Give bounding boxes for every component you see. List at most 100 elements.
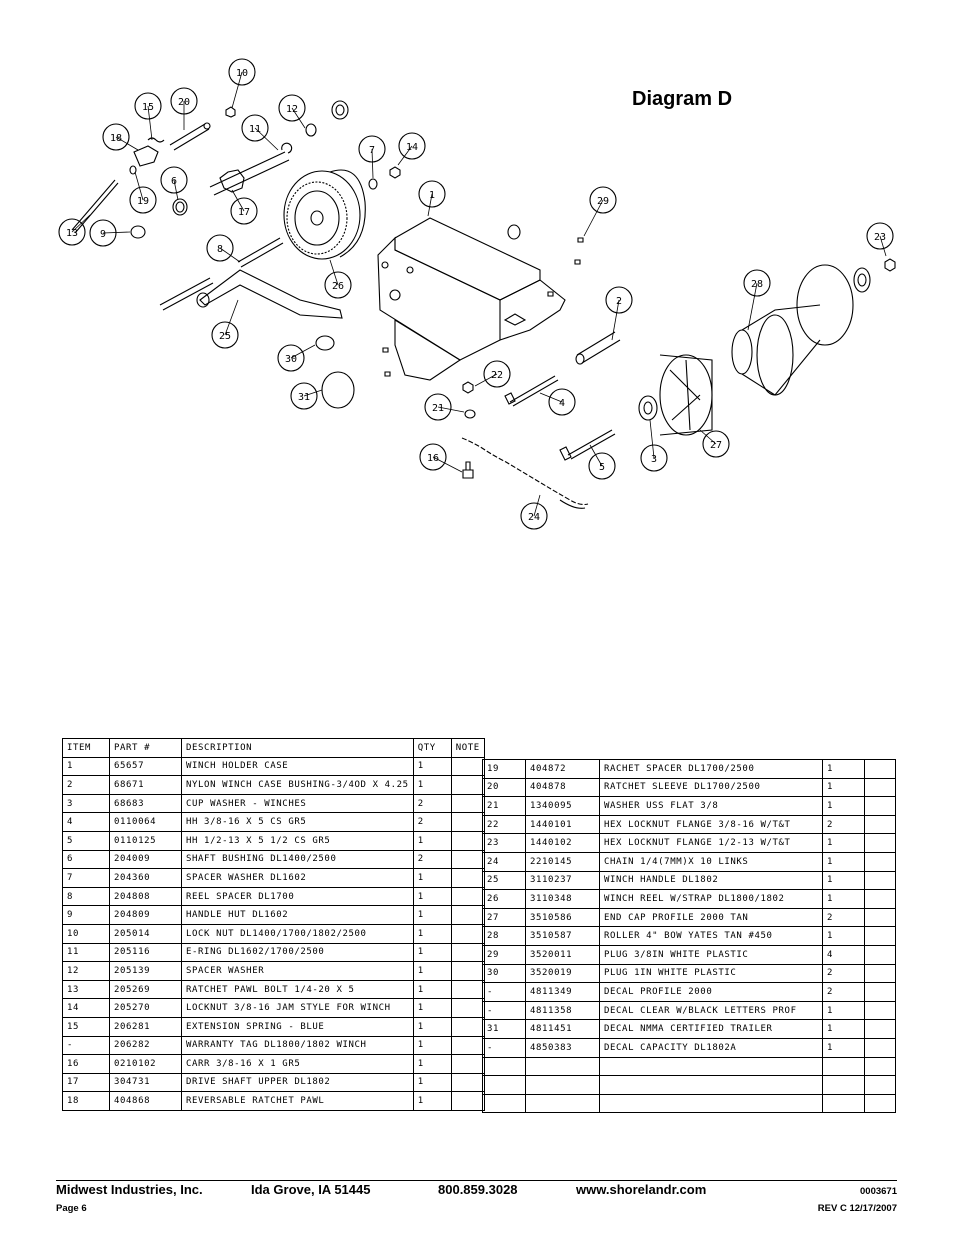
cell-part-number: 205014: [109, 923, 182, 944]
cell-item: 7: [62, 868, 110, 888]
cell-item: 11: [62, 942, 110, 963]
callout-21: [424, 393, 452, 421]
cell-part-number: 4850383: [525, 1037, 600, 1058]
callout-number-14: 14: [406, 142, 418, 153]
cell-qty: 1: [822, 851, 865, 872]
callout-24: [520, 502, 548, 530]
callout-number-27: 27: [710, 440, 722, 451]
cell-part-number: 68671: [109, 775, 182, 795]
cell-description: E-RING DL1602/1700/2500: [181, 942, 414, 963]
callout-number-20: 20: [178, 97, 190, 108]
cell-part-number: 3510586: [525, 907, 600, 928]
cell-description: LOCKNUT 3/8-16 JAM STYLE FOR WINCH: [181, 998, 414, 1018]
cell-qty: 1: [412, 923, 452, 944]
cell-description: CARR 3/8-16 X 1 GR5: [181, 1054, 414, 1074]
cell-description: SPACER WASHER: [181, 961, 414, 981]
cell-note: [864, 796, 896, 816]
callout-12: [278, 94, 306, 122]
cell-part-number: 404868: [109, 1091, 182, 1111]
callout-19: [129, 186, 157, 214]
cell-note: [450, 756, 485, 777]
cell-item: 21: [482, 796, 526, 816]
cell-item: 29: [482, 944, 526, 965]
cell-note: [864, 1000, 896, 1021]
cell-note: [450, 961, 485, 981]
cell-qty: 2: [412, 793, 452, 814]
cell-qty: 2: [822, 907, 865, 928]
cell-note: [450, 979, 485, 1000]
cell-note: [864, 907, 896, 928]
cell-qty: 2: [412, 849, 452, 870]
cell-note: [864, 1037, 896, 1058]
cell-description: RATCHET SLEEVE DL1700/2500: [599, 777, 823, 798]
cell-qty: 1: [822, 796, 865, 816]
cell-description: HANDLE HUT DL1602: [181, 905, 414, 925]
footer-company: Midwest Industries, Inc.: [56, 1182, 203, 1197]
cell-item: 13: [62, 979, 110, 1000]
callout-number-6: 6: [171, 176, 177, 187]
table-row: [482, 1056, 896, 1077]
callout-number-24: 24: [528, 512, 540, 523]
cell-item: 18: [62, 1091, 110, 1111]
callout-number-26: 26: [332, 281, 344, 292]
cell-item: 23: [482, 833, 526, 853]
cell-note: [450, 1054, 485, 1074]
cell-qty: [822, 1075, 865, 1095]
callout-27: [702, 430, 730, 458]
callout-8: [206, 234, 234, 262]
table-row: [482, 1075, 896, 1095]
cell-note: [450, 942, 485, 963]
cell-part-number: 1440101: [525, 814, 600, 835]
cell-part-number: 0110125: [109, 830, 182, 851]
cell-part-number: 204009: [109, 849, 182, 870]
cell-part-number: 205139: [109, 961, 182, 981]
footer-divider: [56, 1180, 897, 1181]
footer-doc-number: 0003671: [860, 1186, 897, 1197]
cell-part-number: 205270: [109, 998, 182, 1018]
cell-qty: [822, 1093, 865, 1114]
header-qty: QTY: [412, 738, 452, 758]
cell-description: ROLLER 4" BOW YATES TAN #450: [599, 926, 823, 946]
footer-revision: REV C 12/17/2007: [817, 1203, 897, 1214]
cell-item: 16: [62, 1054, 110, 1074]
cell-description: [599, 1056, 823, 1077]
callout-bubbles: [58, 58, 894, 530]
cell-qty: 4: [822, 944, 865, 965]
cell-item: 26: [482, 889, 526, 909]
callout-2: [605, 286, 633, 314]
cell-qty: 1: [822, 777, 865, 798]
callout-number-22: 22: [491, 370, 503, 381]
footer-city: Ida Grove, IA 51445: [251, 1182, 371, 1197]
cell-note: [450, 1035, 485, 1056]
cell-description: WINCH REEL W/STRAP DL1800/1802: [599, 889, 823, 909]
cell-qty: 1: [822, 833, 865, 853]
cell-note: [450, 849, 485, 870]
cell-qty: 1: [412, 942, 452, 963]
cell-description: DECAL CLEAR W/BLACK LETTERS PROF: [599, 1000, 823, 1021]
cell-description: DECAL PROFILE 2000: [599, 982, 823, 1002]
cell-note: [864, 870, 896, 891]
cell-item: 28: [482, 926, 526, 946]
exploded-parts-diagram: 10 15 20 12 11 18 7 14 1 29 6 19 17 13 9…: [58, 58, 896, 530]
cell-part-number: 3110348: [525, 889, 600, 909]
cell-part-number: [525, 1093, 600, 1114]
callout-number-13: 13: [66, 228, 78, 239]
cell-part-number: 304731: [109, 1072, 182, 1093]
cell-qty: 1: [412, 998, 452, 1018]
cell-note: [864, 982, 896, 1002]
cell-qty: 1: [412, 886, 452, 907]
cell-part-number: 2210145: [525, 851, 600, 872]
